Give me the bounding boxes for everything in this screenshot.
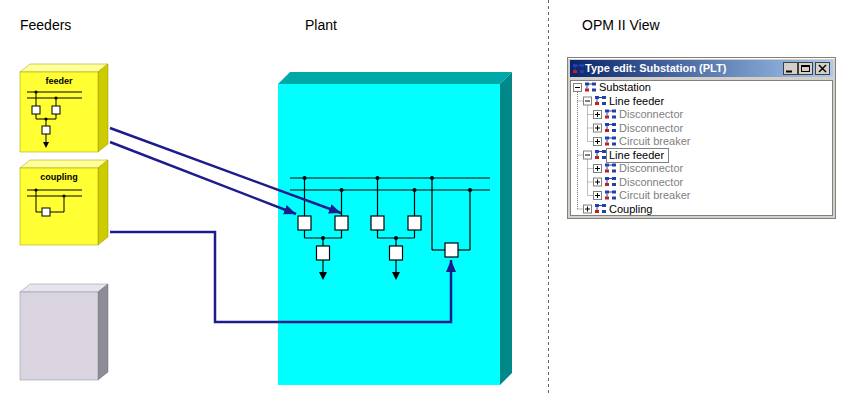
- block-label: feeder: [20, 75, 98, 87]
- tree-item: Disconnector: [619, 162, 683, 175]
- coupling-block-node: coupling: [20, 168, 98, 245]
- tree-lines: [578, 92, 594, 209]
- column-heading: Plant: [305, 17, 337, 34]
- block-top: [20, 64, 108, 72]
- tree-item: Disconnector: [619, 108, 683, 121]
- block-top: [278, 72, 512, 84]
- tree-item: Circuit breaker: [619, 189, 691, 202]
- block-top: [20, 160, 108, 168]
- tree-item: Line feeder: [609, 95, 664, 108]
- tree-item: Substation: [599, 81, 651, 94]
- title-bar: [570, 60, 833, 77]
- separator-line: [548, 0, 549, 394]
- block-front: [20, 292, 98, 380]
- coupling-dots: [34, 188, 65, 197]
- selection-outline: [607, 149, 669, 163]
- coupling-symbol: [27, 190, 82, 216]
- tree-item: Disconnector: [619, 176, 683, 189]
- block-side: [98, 64, 108, 152]
- type-edit-window: Type edit: Substation (PLT)SubstationLin…: [567, 57, 836, 219]
- tree-item: Coupling: [609, 203, 652, 216]
- plant-node: Plant: [278, 84, 500, 385]
- feeder-dots: [34, 90, 57, 148]
- block-label: coupling: [20, 171, 98, 183]
- mapping-arrow: [110, 142, 296, 214]
- mapping-arrow: [110, 128, 341, 213]
- coupling-block: [20, 160, 108, 245]
- plant-block: [278, 72, 512, 385]
- window-title: Type edit: Substation (PLT): [585, 61, 726, 75]
- tree-item: Line feeder: [609, 149, 664, 162]
- block-side: [98, 284, 108, 380]
- window-bevel: [568, 58, 835, 59]
- window-icon: [573, 64, 584, 73]
- block-front: [278, 84, 500, 385]
- empty-block: [20, 284, 108, 380]
- feeder-symbol: [27, 92, 82, 142]
- block-side: [98, 160, 108, 245]
- plant-circuit: [290, 178, 490, 272]
- block-front: [20, 168, 98, 245]
- plant-dots: [303, 176, 473, 280]
- window-chrome: [568, 58, 836, 219]
- block-front: [20, 72, 98, 152]
- column-heading: Feeders: [20, 17, 71, 34]
- feeder-block-node: feeder: [20, 72, 98, 152]
- window-buttons: [784, 63, 830, 75]
- tree-item: Disconnector: [619, 122, 683, 135]
- window-frame: [568, 58, 836, 219]
- feeder-block: [20, 64, 108, 152]
- column-heading: OPM II View: [582, 17, 660, 34]
- block-side: [500, 72, 512, 385]
- block-top: [20, 284, 108, 292]
- tree-pane: [571, 81, 833, 216]
- mapping-arrow: [110, 232, 451, 322]
- tree-item: Circuit breaker: [619, 135, 691, 148]
